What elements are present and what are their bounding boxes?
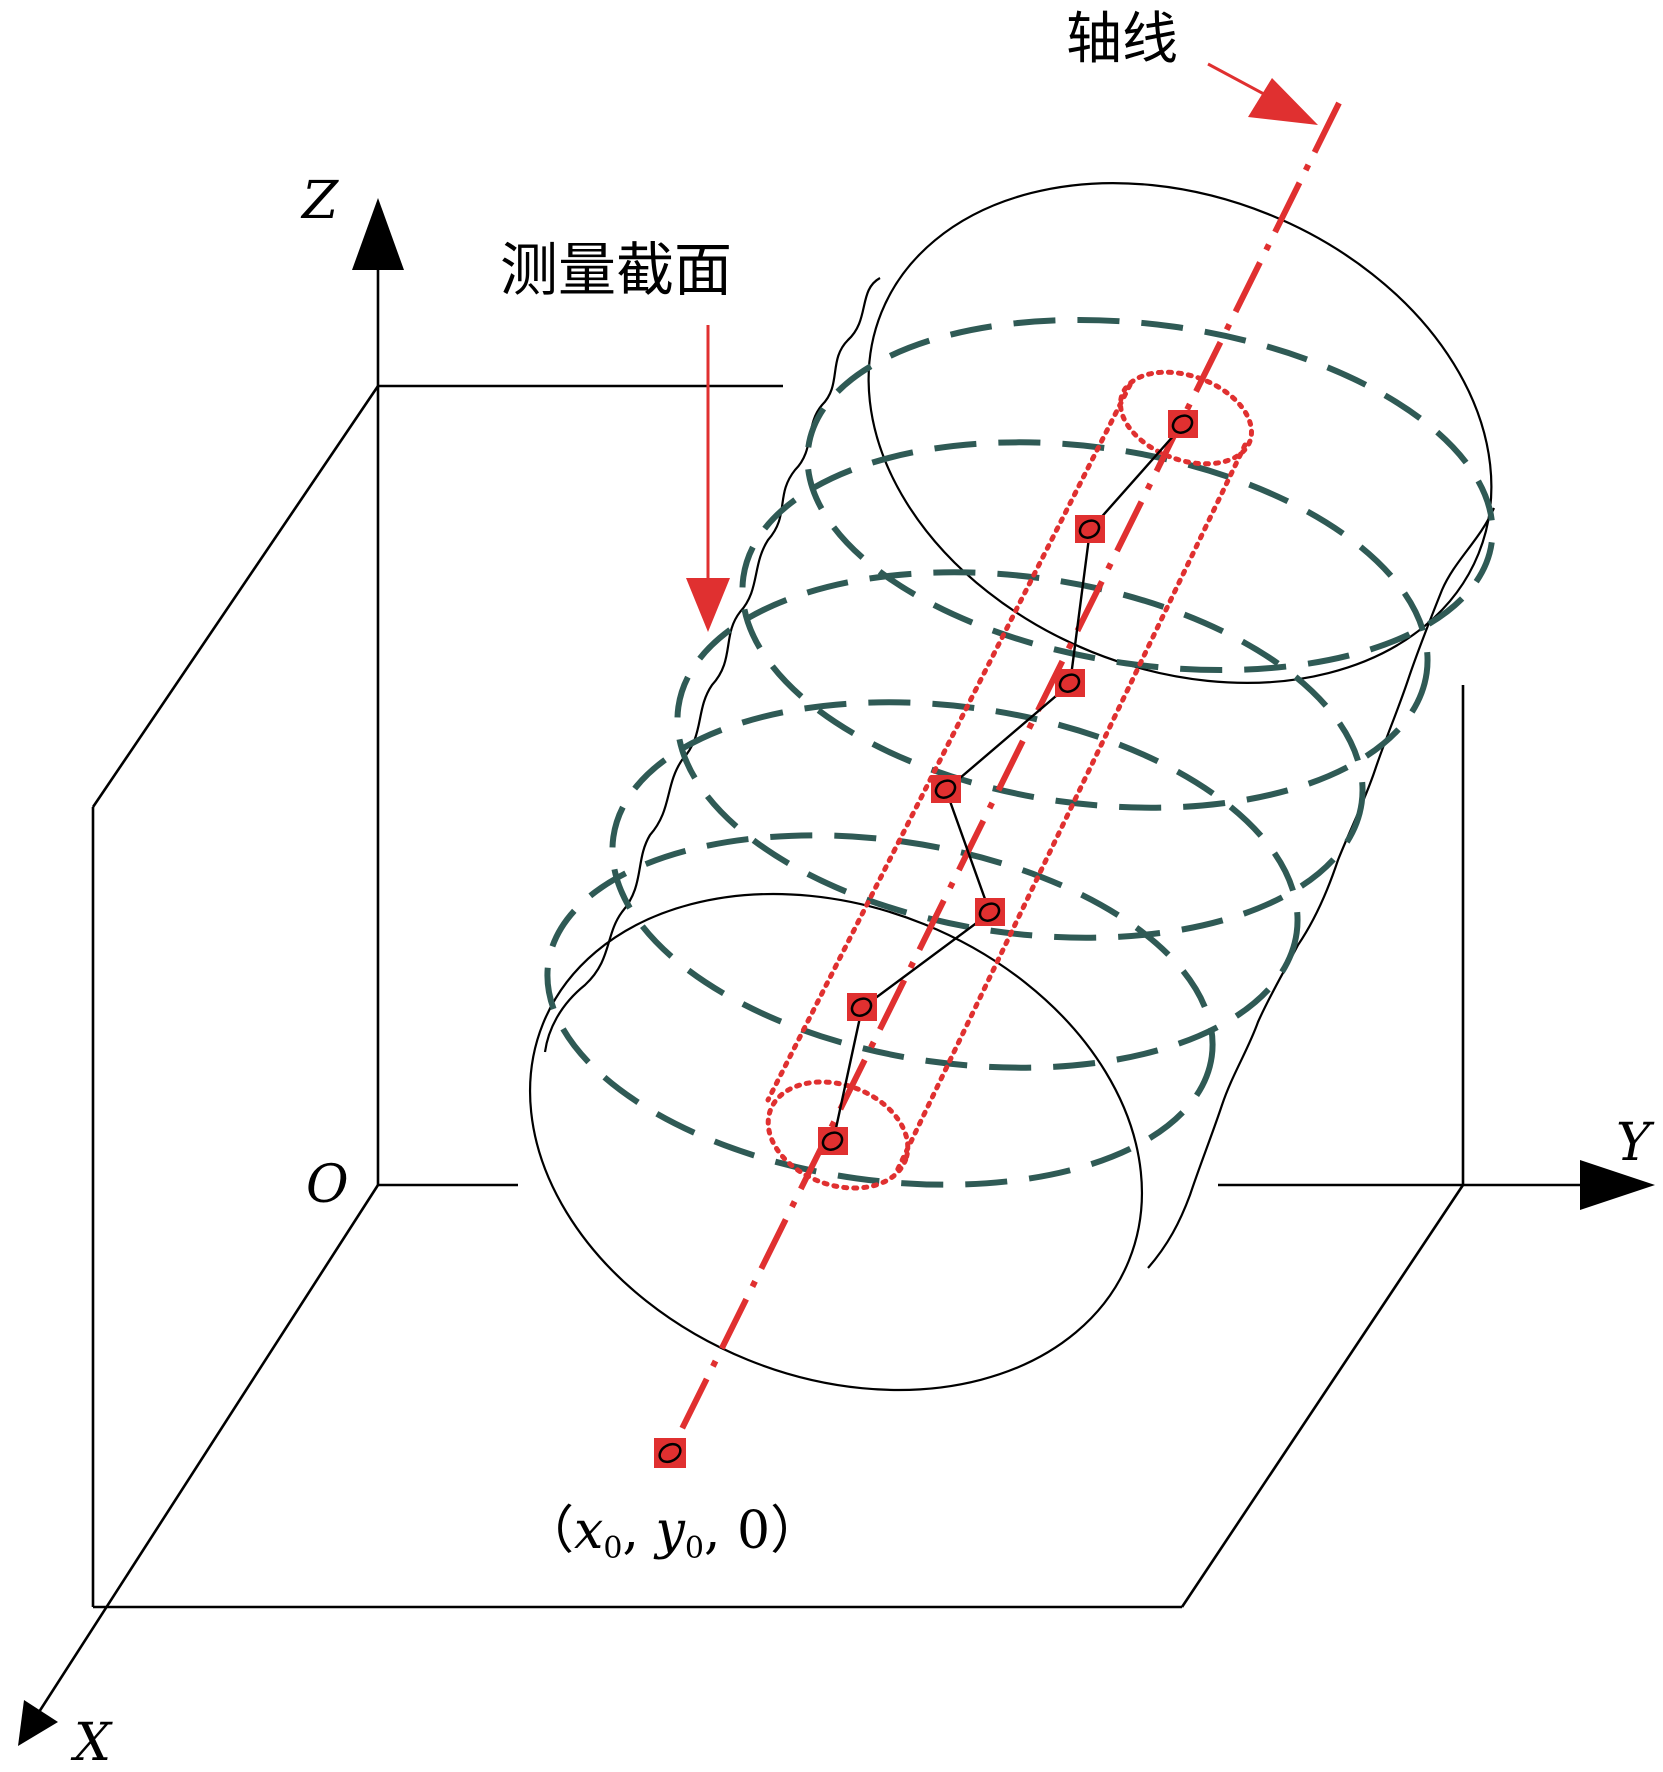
base-point-close: ） <box>770 1501 822 1561</box>
section-ring-2 <box>609 699 1301 1071</box>
center-point <box>818 1127 848 1155</box>
bottom-end-ellipse <box>528 892 1144 1392</box>
center-point <box>1075 515 1105 543</box>
frame-left-top-diagonal <box>91 385 380 808</box>
z-arrowhead <box>352 198 404 270</box>
section-ring-3 <box>674 569 1366 941</box>
measuring-section-label: 测量截面 <box>500 236 732 304</box>
axis-line-pointer-head <box>1248 78 1318 125</box>
z-axis-label: Z <box>300 171 339 231</box>
base-point-sep2: , <box>704 1501 737 1561</box>
y-arrowhead <box>1580 1160 1655 1210</box>
center-point <box>1055 669 1085 697</box>
center-point <box>847 993 877 1021</box>
axis-line-annotation: 轴线 <box>1066 7 1318 125</box>
frame-right-diagonal <box>1180 1184 1465 1608</box>
base-point-zero: 0 <box>737 1501 770 1561</box>
cylinder-left-profile <box>543 277 881 1053</box>
axis-line-label: 轴线 <box>1066 7 1178 72</box>
section-center-polyline <box>831 424 1184 1143</box>
tolerance-zone <box>765 369 1254 1191</box>
base-point-y-sub: 0 <box>685 1531 704 1566</box>
tolerance-bottom-ellipse <box>765 1079 911 1191</box>
base-point-x-sub: 0 <box>603 1531 622 1566</box>
measuring-section-rings <box>544 316 1496 1188</box>
center-point <box>975 898 1005 926</box>
base-point-y: y <box>654 1501 686 1561</box>
y-axis-label: Y <box>1616 1113 1655 1173</box>
base-point-label: （x0, y0, 0） <box>522 1501 822 1566</box>
base-point-sep1: , <box>622 1501 655 1561</box>
section-center-points <box>654 410 1198 1468</box>
section-ring-4 <box>739 439 1431 811</box>
fitted-axis-line <box>663 101 1342 1463</box>
axis-arrowheads <box>18 198 1655 1746</box>
base-point <box>654 1438 686 1468</box>
cylinder-body <box>528 182 1496 1392</box>
section-ring-5 <box>804 316 1496 674</box>
x-axis-label: X <box>70 1713 113 1772</box>
measuring-section-pointer-head <box>686 578 730 632</box>
section-ring-1 <box>544 832 1216 1188</box>
center-point <box>1168 410 1198 438</box>
x-axis-line <box>28 1184 380 1727</box>
cylinder-right-profile <box>1147 507 1496 1269</box>
top-end-ellipse <box>867 182 1493 684</box>
base-point-x: x <box>574 1501 603 1561</box>
coordinate-frame <box>28 250 1590 1727</box>
x-arrowhead <box>18 1700 58 1746</box>
tolerance-left-edge <box>765 382 1133 1103</box>
center-point <box>931 775 961 803</box>
origin-label: O <box>306 1155 349 1215</box>
base-point-open: （ <box>522 1501 574 1561</box>
measuring-section-annotation: 测量截面 <box>500 236 732 632</box>
tolerance-right-edge <box>892 442 1248 1178</box>
